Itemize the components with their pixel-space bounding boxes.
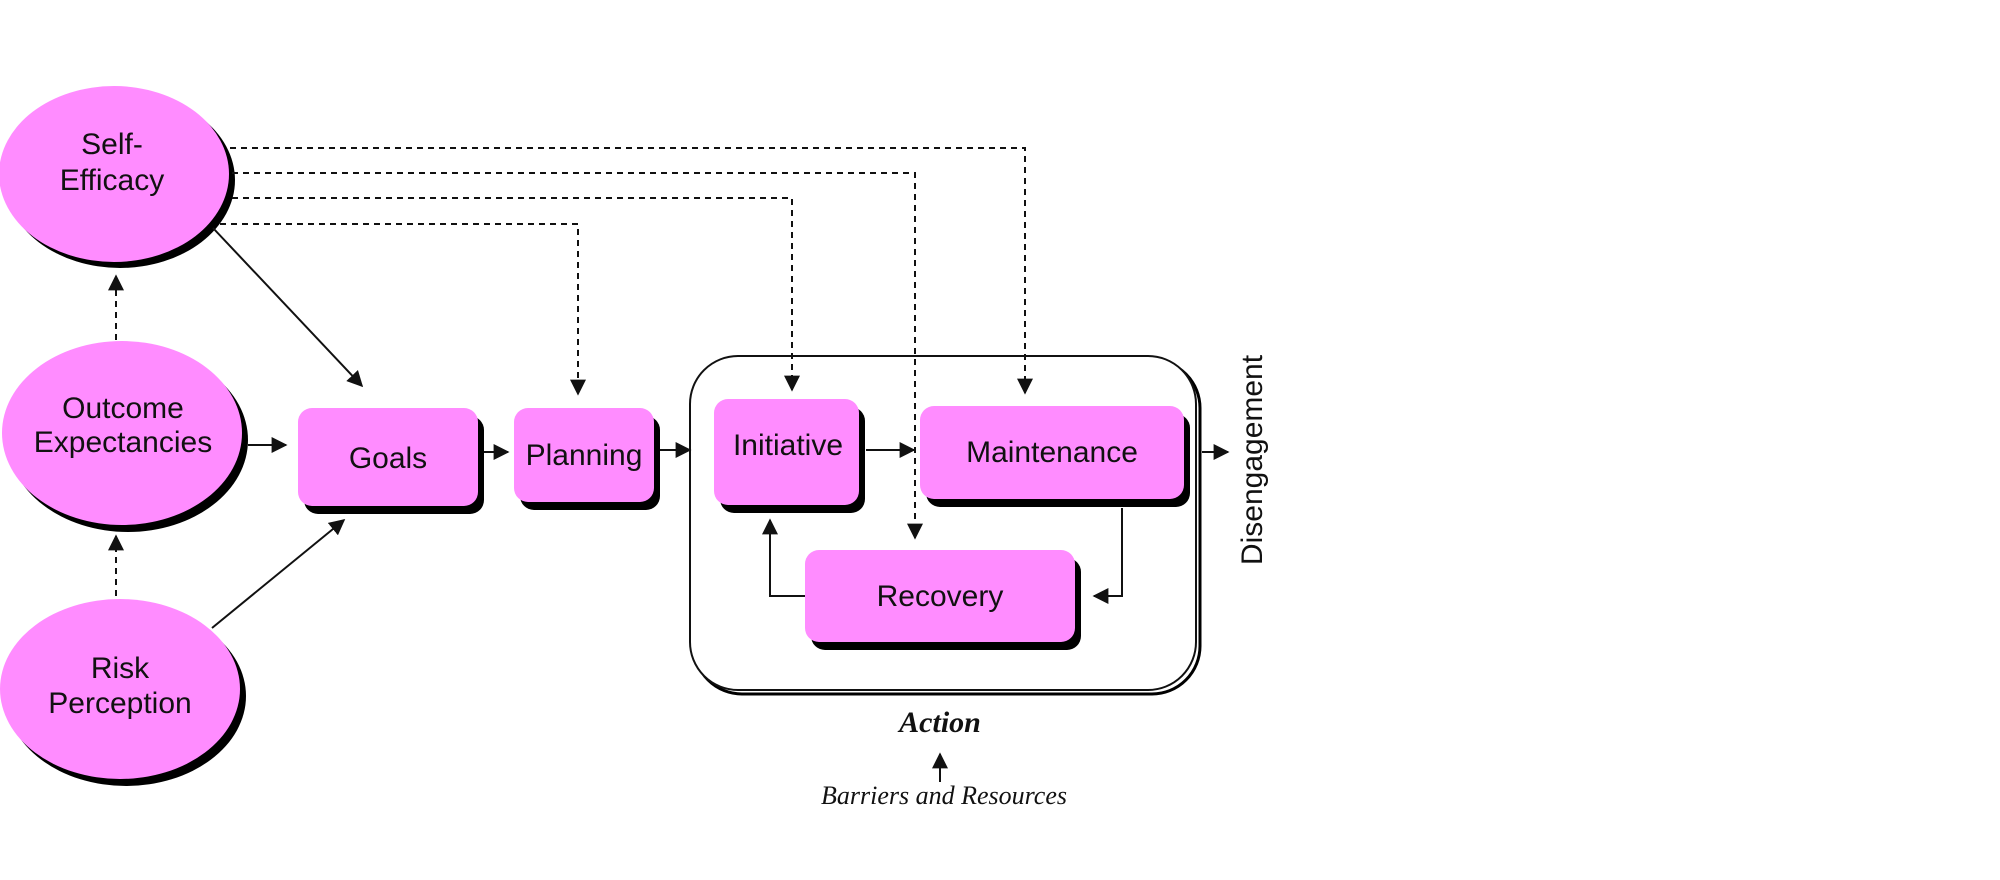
recovery-label: Recovery (877, 580, 1004, 613)
arrow-risk-to-goals (211, 518, 346, 629)
self-efficacy-label-2: Efficacy (60, 164, 165, 197)
planning-node: Planning (514, 408, 660, 510)
arrow-selfefficacy-to-goals (212, 227, 364, 388)
initiative-label: Initiative (733, 429, 843, 462)
disengagement-label: Disengagement (1236, 354, 1269, 565)
maintenance-node: Maintenance (920, 406, 1190, 507)
arrow-recovery-to-initiative (762, 518, 805, 597)
outcome-expectancies-label-1: Outcome (62, 392, 184, 425)
self-efficacy-node: Self- Efficacy (0, 86, 235, 268)
recovery-node: Recovery (805, 550, 1081, 650)
dashed-arrow-selfefficacy-to-planning (220, 223, 586, 396)
risk-perception-node: Risk Perception (0, 599, 246, 786)
planning-label: Planning (526, 439, 643, 472)
action-label: Action (897, 706, 981, 739)
maintenance-label: Maintenance (966, 436, 1138, 469)
dashed-arrow-selfefficacy-to-recovery (232, 172, 923, 540)
outcome-expectancies-node: Outcome Expectancies (2, 341, 248, 532)
outcome-expectancies-label-2: Expectancies (34, 426, 212, 459)
goals-node: Goals (298, 408, 484, 514)
dashed-arrow-selfefficacy-to-maintenance (230, 147, 1033, 395)
initiative-node: Initiative (714, 399, 865, 513)
goals-label: Goals (349, 442, 427, 475)
dashed-arrow-selfefficacy-to-initiative (232, 197, 800, 392)
self-efficacy-label-1: Self- (81, 128, 143, 161)
arrow-maintenance-to-recovery (1092, 508, 1123, 604)
barriers-resources-label: Barriers and Resources (821, 781, 1067, 810)
risk-perception-label-1: Risk (91, 652, 150, 685)
risk-perception-label-2: Perception (48, 687, 191, 720)
